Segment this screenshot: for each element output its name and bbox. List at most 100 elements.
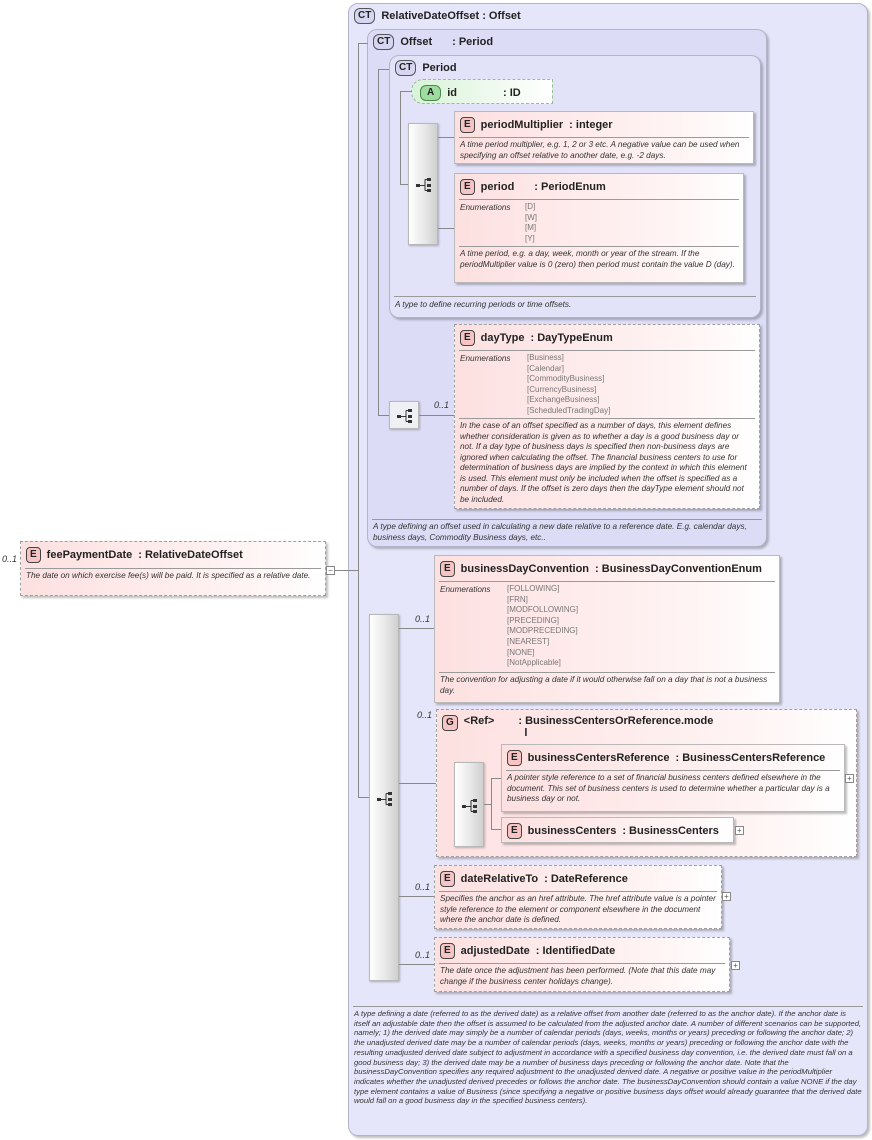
connector-line	[438, 228, 454, 229]
attribute-icon: A	[420, 85, 442, 101]
business-centers-element[interactable]: E businessCenters : BusinessCenters	[501, 817, 734, 843]
business-day-convention-type: : BusinessDayConventionEnum	[595, 563, 762, 575]
element-icon: E	[440, 871, 455, 887]
date-relative-to-name: dateRelativeTo	[460, 873, 539, 885]
connector-line	[358, 43, 359, 798]
day-type-enum-value: [CurrencyBusiness]	[527, 384, 597, 394]
bdc-enum-value: [NotApplicable]	[507, 658, 561, 668]
period-type-doc: A type to define recurring periods or ti…	[395, 300, 572, 309]
offset-doc: A type defining an offset used in calcul…	[373, 522, 747, 542]
expand-toggle[interactable]: +	[722, 892, 731, 901]
complex-type-icon: CT	[354, 8, 376, 24]
group-sequence[interactable]	[454, 762, 484, 847]
bdc-enum-value: [MODFOLLOWING]	[507, 605, 579, 615]
sequence-icon	[416, 178, 431, 192]
date-relative-to-occurs: 0..1	[415, 882, 431, 892]
element-icon: E	[440, 561, 455, 577]
connector-line	[399, 628, 434, 629]
fee-payment-date-name: feePaymentDate	[46, 549, 133, 561]
group-ref-occurs: 0..1	[417, 710, 433, 720]
element-icon: E	[507, 750, 522, 766]
group-icon: G	[442, 715, 458, 731]
complex-type-icon: CT	[373, 34, 395, 50]
element-icon: E	[460, 330, 475, 346]
group-ref-type: : BusinessCentersOrReference.mode	[518, 715, 714, 727]
period-enum-value: [Y]	[525, 233, 535, 243]
id-attribute[interactable]: A id : ID	[411, 79, 553, 104]
connector-line	[484, 804, 492, 805]
element-icon: E	[440, 943, 455, 959]
business-centers-reference-element[interactable]: E businessCentersReference : BusinessCen…	[501, 744, 845, 812]
fee-payment-occurs: 0..1	[2, 554, 18, 564]
element-icon: E	[460, 117, 475, 133]
date-relative-to-type: : DateReference	[544, 873, 628, 885]
group-ref-type-wrap: l	[524, 727, 528, 739]
day-type-enum-value: [Calendar]	[527, 363, 564, 373]
period-multiplier-name: periodMultiplier	[480, 119, 564, 131]
sequence-icon	[462, 799, 477, 813]
period-multiplier-element[interactable]: E periodMultiplier : integer A time peri…	[454, 111, 754, 164]
bdc-enum-value: [FOLLOWING]	[507, 584, 560, 593]
adjusted-date-element[interactable]: E adjustedDate : IdentifiedDate The date…	[434, 937, 730, 992]
period-sequence[interactable]	[408, 123, 438, 245]
connector-line	[334, 570, 359, 571]
day-type-enum-value: [ScheduledTradingDay]	[527, 405, 611, 415]
day-type-name: dayType	[480, 332, 525, 344]
id-attribute-type: : ID	[503, 87, 521, 99]
main-sequence[interactable]	[369, 614, 399, 981]
bdc-enum-label: Enumerations	[440, 585, 491, 594]
day-type-enum-value: [CommodityBusiness]	[527, 374, 605, 384]
date-relative-to-doc: Specifies the anchor as an href attribut…	[440, 894, 716, 924]
period-name: period	[480, 181, 515, 193]
business-day-convention-doc: The convention for adjusting a date if i…	[440, 675, 768, 695]
id-attribute-name: id	[447, 87, 458, 99]
day-type-enum-label: Enumerations	[460, 354, 511, 363]
bdc-enum-value: [MODPRECEDING]	[507, 626, 578, 636]
fee-payment-date-element[interactable]: E feePaymentDate : RelativeDateOffset Th…	[20, 541, 326, 596]
bdc-enum-value: [NONE]	[507, 647, 535, 657]
business-centers-reference-name: businessCentersReference	[527, 752, 670, 764]
connector-line	[491, 829, 501, 830]
connector-line	[419, 415, 454, 416]
connector-line	[400, 91, 412, 92]
element-icon: E	[26, 547, 41, 563]
period-doc: A time period, e.g. a day, week, month o…	[460, 249, 735, 269]
business-centers-type: : BusinessCenters	[622, 825, 719, 837]
connector-line	[400, 91, 401, 185]
connector-line	[491, 778, 501, 779]
element-icon: E	[507, 823, 522, 839]
sequence-icon	[397, 409, 412, 423]
connector-line	[400, 184, 408, 185]
bdc-enum-value: [FRN]	[507, 594, 528, 604]
adjusted-date-doc: The date once the adjustment has been pe…	[440, 966, 716, 986]
day-type-element[interactable]: E dayType : DayTypeEnum Enumerations [Bu…	[454, 324, 760, 509]
offset-title: Offset	[400, 36, 433, 48]
relative-date-offset-doc: A type defining a date (referred to as t…	[354, 1009, 862, 1106]
relative-date-offset-title: RelativeDateOffset : Offset	[381, 10, 521, 22]
fee-payment-date-type: : RelativeDateOffset	[138, 549, 243, 561]
offset-type-name: : Period	[452, 36, 494, 48]
period-element[interactable]: E period : PeriodEnum Enumerations [D] […	[454, 173, 744, 283]
date-relative-to-element[interactable]: E dateRelativeTo : DateReference Specifi…	[434, 865, 722, 929]
connector-line	[358, 43, 368, 44]
period-type-title: Period	[422, 62, 457, 74]
connector-line	[399, 964, 434, 965]
expand-toggle[interactable]: +	[845, 774, 854, 783]
business-centers-reference-doc: A pointer style reference to a set of fi…	[507, 773, 830, 803]
expand-toggle[interactable]: +	[731, 961, 740, 970]
connector-line	[438, 137, 454, 138]
expand-toggle[interactable]: +	[735, 826, 744, 835]
day-type-type: : DayTypeEnum	[530, 332, 613, 344]
business-centers-name: businessCenters	[527, 825, 617, 837]
period-multiplier-doc: A time period multiplier, e.g. 1, 2 or 3…	[460, 140, 740, 160]
period-enum-value: [W]	[525, 212, 537, 222]
day-type-enum-value: [Business]	[527, 353, 564, 362]
period-enum-label: Enumerations	[460, 203, 511, 212]
connector-line	[491, 778, 492, 830]
business-day-convention-element[interactable]: E businessDayConvention : BusinessDayCon…	[434, 555, 780, 703]
day-type-sequence[interactable]	[389, 401, 419, 429]
connector-line	[399, 783, 436, 784]
period-enum-value: [D]	[525, 202, 536, 211]
adjusted-date-type: : IdentifiedDate	[535, 945, 616, 957]
day-type-enum-value: [ExchangeBusiness]	[527, 395, 600, 405]
